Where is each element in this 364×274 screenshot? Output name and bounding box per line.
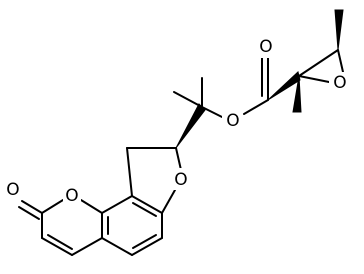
- atom-o-carbonyl-ester: O: [259, 37, 272, 57]
- atom-o-ester: O: [226, 111, 239, 131]
- stereo-wedge-bond-methyl: [292, 75, 302, 113]
- atom-o-carbonyl-lactone: O: [6, 180, 19, 200]
- atom-o-ring-lactone: O: [65, 186, 78, 206]
- atom-o-epoxide: O: [333, 73, 346, 93]
- coumarin-ring-bonds: [18, 199, 109, 256]
- atom-labels: O O O O O O: [5, 36, 349, 206]
- atom-o-furan: O: [174, 170, 187, 190]
- dihydrofuran-ring-bonds: [126, 147, 182, 214]
- epoxide-ring-bonds: [292, 9, 344, 113]
- benzene-ring-bonds: [101, 195, 163, 256]
- side-chain-bonds: [173, 57, 301, 149]
- stereo-wedge-bond: [175, 103, 206, 149]
- stereo-wedge-bond-methyl-top: [334, 9, 344, 51]
